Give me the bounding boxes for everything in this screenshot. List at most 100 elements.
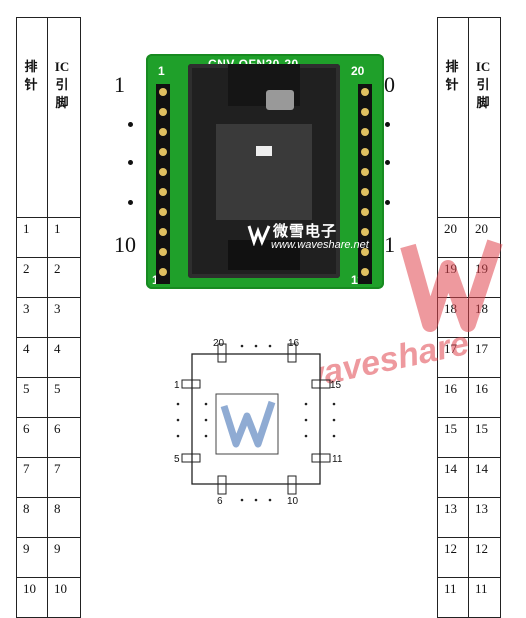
table-cell: 12 — [468, 537, 501, 578]
header-cell-header-pin: 排针 — [437, 17, 469, 218]
table-cell: 3 — [16, 297, 48, 338]
adapter-board-photo: 1 20 10 11 CNV-QFN20-20 1 20 10 11 — [94, 18, 437, 294]
table-cell: 20 — [468, 217, 501, 258]
socket-latch — [228, 240, 300, 270]
table-cell: 18 — [437, 297, 469, 338]
ellipsis-dot — [128, 200, 133, 205]
header-cell-header-pin: 排针 — [16, 17, 48, 218]
silk-label-20: 20 — [351, 64, 365, 78]
table-cell: 14 — [468, 457, 501, 498]
table-cell: 10 — [47, 577, 81, 618]
table-cell: 1 — [47, 217, 81, 258]
table-cell: 4 — [47, 337, 81, 378]
table-cell: 11 — [468, 577, 501, 618]
ellipsis-dot — [385, 200, 390, 205]
table-cell: 6 — [16, 417, 48, 458]
table-cell: 13 — [437, 497, 469, 538]
table-cell: 13 — [468, 497, 501, 538]
table-cell: 14 — [437, 457, 469, 498]
ellipsis-dot — [128, 122, 133, 127]
logo-url: www.waveshare.net — [271, 239, 369, 251]
table-cell: 6 — [47, 417, 81, 458]
table-cell: 16 — [468, 377, 501, 418]
header-cell-ic-pin: IC引脚 — [468, 17, 501, 218]
table-header-row: 排针 IC引脚 — [437, 17, 501, 218]
waveshare-logo-icon — [247, 225, 271, 246]
table-cell: 5 — [16, 377, 48, 418]
left-pin-header — [156, 84, 170, 284]
table-cell: 10 — [16, 577, 48, 618]
footprint-label-15: 15 — [330, 380, 342, 391]
label-pin-10: 10 — [114, 232, 136, 257]
table-cell: 8 — [47, 497, 81, 538]
table-cell: 3 — [47, 297, 81, 338]
table-cell: 7 — [16, 457, 48, 498]
table-cell: 15 — [437, 417, 469, 458]
label-pin-1: 1 — [114, 72, 125, 97]
table-cell: 9 — [16, 537, 48, 578]
footprint-label-6: 6 — [217, 496, 223, 507]
ellipsis-dot — [385, 160, 390, 165]
footprint-label-11: 11 — [332, 454, 343, 465]
footprint-label-20: 20 — [213, 338, 225, 349]
header-cell-ic-pin: IC引脚 — [47, 17, 81, 218]
footprint-drawing — [176, 343, 336, 502]
footprint-label-10: 10 — [287, 496, 299, 507]
table-cell: 8 — [16, 497, 48, 538]
table-cell: 5 — [47, 377, 81, 418]
table-cell: 2 — [47, 257, 81, 298]
ellipsis-dot — [128, 160, 133, 165]
table-cell: 2 — [16, 257, 48, 298]
socket-spring — [266, 90, 294, 110]
qfn-socket — [188, 64, 340, 278]
table-cell: 17 — [468, 337, 501, 378]
table-cell: 12 — [437, 537, 469, 578]
table-cell: 4 — [16, 337, 48, 378]
brand-logo: 微雪电子 www.waveshare.net — [247, 220, 371, 256]
footprint-label-1: 1 — [174, 380, 180, 391]
table-cell: 1 — [16, 217, 48, 258]
table-cell: 19 — [437, 257, 469, 298]
silk-label-1: 1 — [158, 64, 165, 78]
footprint-label-16: 16 — [288, 338, 300, 349]
table-cell: 18 — [468, 297, 501, 338]
table-cell: 9 — [47, 537, 81, 578]
table-cell: 17 — [437, 337, 469, 378]
right-pin-header — [358, 84, 372, 284]
socket-cavity — [216, 124, 312, 220]
footprint-label-5: 5 — [174, 454, 180, 465]
table-cell: 7 — [47, 457, 81, 498]
table-cell: 16 — [437, 377, 469, 418]
green-pcb: CNV-QFN20-20 1 20 10 11 — [146, 54, 384, 289]
logo-text: 微雪电子 — [273, 222, 338, 240]
table-header-row: 排针 IC引脚 — [16, 17, 81, 218]
ellipsis-dot — [385, 122, 390, 127]
table-cell: 15 — [468, 417, 501, 458]
table-cell: 19 — [468, 257, 501, 298]
table-cell: 11 — [437, 577, 469, 618]
qfn20-footprint-diagram: 20 16 1 5 15 11 6 10 — [160, 332, 360, 520]
table-cell: 20 — [437, 217, 469, 258]
socket-slot — [256, 146, 272, 156]
